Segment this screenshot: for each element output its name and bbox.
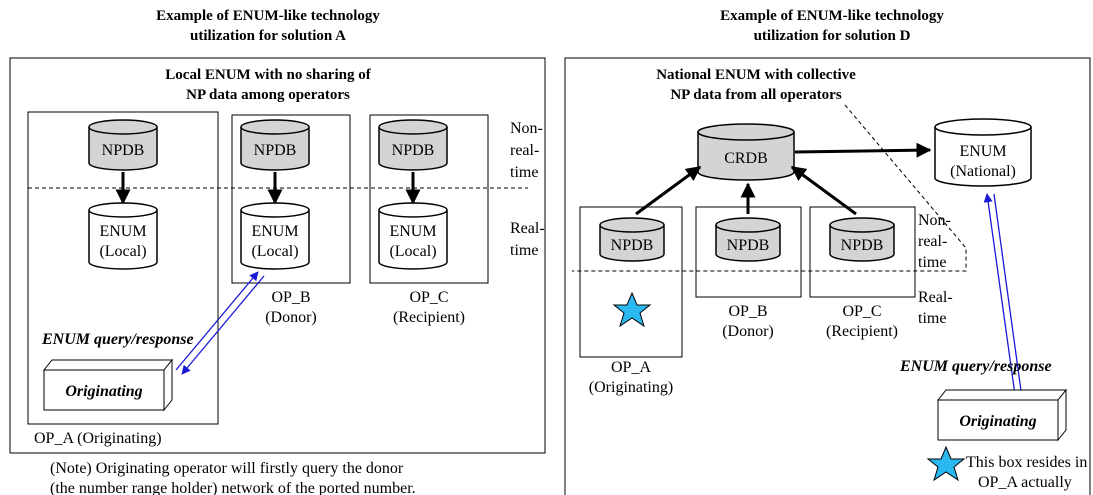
enum-label-line2: (Local)	[99, 243, 146, 260]
npdb-cylinder-op-c: NPDB	[378, 119, 448, 171]
enum-local-cylinder-op-c: ENUM (Local)	[378, 202, 448, 270]
npdb-label: NPDB	[254, 142, 297, 159]
query-arrow-a	[175, 271, 259, 371]
panel-a-frame	[9, 57, 546, 454]
op-a-d-label-line1: OP_A	[611, 359, 651, 376]
enum-label-line1: ENUM	[389, 223, 436, 240]
op-b-box	[231, 114, 351, 284]
op-c-d-label-line2: (Recipient)	[826, 323, 898, 340]
panel-d-frame	[564, 57, 1091, 495]
enum-label-line2: (Local)	[251, 243, 298, 260]
panel-a-title-line2: utilization for solution A	[190, 28, 346, 44]
enum-national-cylinder: ENUM (National)	[934, 118, 1032, 187]
star-icon	[926, 445, 966, 482]
panel-a-subtitle-line2: NP data among operators	[186, 87, 350, 103]
enum-local-cylinder-op-a: ENUM (Local)	[88, 202, 158, 270]
npdb-cylinder-d-op-c: NPDB	[829, 217, 895, 262]
enum-national-line2: (National)	[950, 163, 1016, 180]
crdb-cylinder: CRDB	[697, 123, 795, 181]
star-note-line1: This box resides in	[966, 454, 1087, 471]
originating-box-d: Originating	[936, 388, 1068, 442]
arrow-crdb-enum	[794, 142, 932, 158]
panel-d-realtime-separator	[572, 104, 967, 272]
panel-a-realtime-2: time	[510, 242, 538, 259]
op-a-box-d	[579, 206, 683, 358]
op-b-d-label-line2: (Donor)	[722, 323, 774, 340]
npdb-cylinder-d-op-b: NPDB	[715, 217, 781, 262]
npdb-label: NPDB	[841, 237, 884, 254]
query-arrow-d	[983, 193, 1017, 403]
op-b-label-line2: (Donor)	[265, 309, 317, 326]
npdb-cylinder-op-a: NPDB	[88, 119, 158, 171]
panel-d-realtime-1: Real-	[918, 289, 953, 306]
originating-box-a: Originating	[42, 358, 174, 412]
panel-d-nonrealtime-3: time	[918, 254, 946, 271]
enum-label-line1: ENUM	[99, 223, 146, 240]
originating-label: Originating	[959, 413, 1036, 430]
originating-label: Originating	[65, 383, 142, 400]
note-line1: (Note) Originating operator will firstly…	[50, 460, 404, 477]
panel-d-title-line2: utilization for solution D	[754, 28, 911, 44]
enum-label-line2: (Local)	[389, 243, 436, 260]
arrow-npdb-c-crdb	[790, 165, 857, 216]
panel-a-subtitle-line1: Local ENUM with no sharing of	[165, 67, 371, 83]
panel-d-realtime-2: time	[918, 310, 946, 327]
op-c-label-line1: OP_C	[409, 289, 448, 306]
op-c-box	[369, 114, 489, 284]
star-note-line2: OP_A actually	[978, 474, 1072, 491]
enum-national-line1: ENUM	[959, 143, 1006, 160]
panel-a-nonrealtime-1: Non-	[510, 120, 543, 137]
response-arrow-d	[993, 193, 1026, 399]
npdb-label: NPDB	[611, 237, 654, 254]
crdb-label: CRDB	[724, 150, 768, 167]
response-arrow-a	[181, 275, 265, 375]
op-b-label-line1: OP_B	[271, 289, 310, 306]
enum-label-line1: ENUM	[251, 223, 298, 240]
op-b-d-label-line1: OP_B	[728, 303, 767, 320]
panel-d-title-line1: Example of ENUM-like technology	[720, 8, 944, 24]
panel-a-nonrealtime-3: time	[510, 164, 538, 181]
panel-d-nonrealtime-2: real-	[918, 233, 947, 250]
panel-d-nonrealtime-1: Non-	[918, 212, 951, 229]
op-c-label-line2: (Recipient)	[393, 309, 465, 326]
panel-a-realtime-1: Real-	[510, 220, 545, 237]
op-a-box	[27, 111, 219, 425]
op-a-label: OP_A (Originating)	[34, 430, 162, 447]
arrow-npdb-a-crdb	[635, 165, 702, 216]
panel-a-nonrealtime-2: real-	[510, 142, 539, 159]
op-a-d-label-line2: (Originating)	[589, 379, 673, 396]
star-icon	[612, 291, 652, 328]
npdb-cylinder-d-op-a: NPDB	[599, 217, 665, 262]
panel-d-query-label: ENUM query/response	[899, 358, 1052, 375]
panel-a-title-line1: Example of ENUM-like technology	[156, 8, 380, 24]
op-c-d-label-line1: OP_C	[842, 303, 881, 320]
enum-local-cylinder-op-b: ENUM (Local)	[240, 202, 310, 270]
op-c-box-d	[809, 206, 916, 298]
npdb-label: NPDB	[727, 237, 770, 254]
npdb-label: NPDB	[102, 142, 145, 159]
note-line2: (the number range holder) network of the…	[50, 480, 416, 495]
panel-d-subtitle-line1: National ENUM with collective	[656, 67, 856, 83]
npdb-cylinder-op-b: NPDB	[240, 119, 310, 171]
npdb-label: NPDB	[392, 142, 435, 159]
panel-a-query-label: ENUM query/response	[41, 331, 194, 348]
panel-d-subtitle-line2: NP data from all operators	[670, 87, 842, 103]
